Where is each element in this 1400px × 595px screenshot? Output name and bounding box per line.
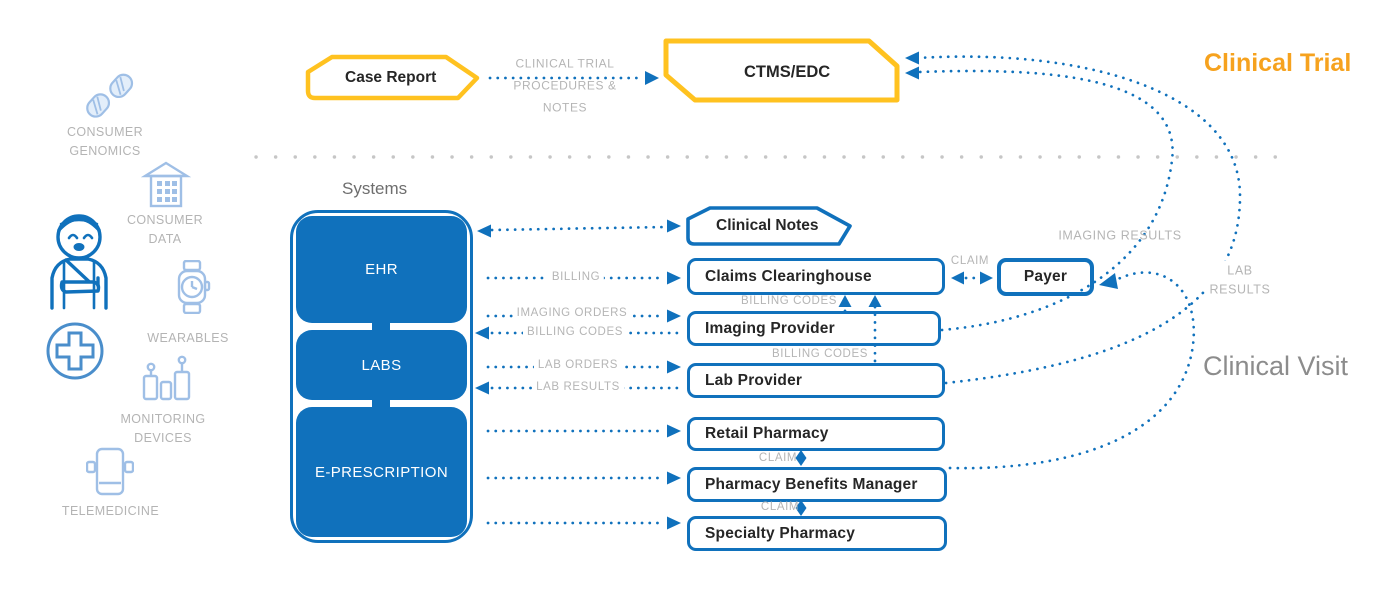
clinical-notes-label: Clinical Notes: [716, 217, 819, 234]
clinical-notes-shape: [686, 206, 852, 246]
lab-orders-label: LAB ORDERS: [533, 356, 623, 376]
patient-icon: [50, 214, 108, 310]
monitoring-devices-label: MONITORING DEVICES: [120, 412, 206, 445]
claim-pbm-specialty-label: CLAIM: [760, 501, 800, 514]
retail-pharmacy-label: Retail Pharmacy: [705, 425, 829, 442]
specialty-pharmacy-box: Specialty Pharmacy: [687, 516, 947, 551]
system-ehr: EHR: [296, 216, 467, 323]
consumer-data-label: CONSUMER DATA: [126, 213, 204, 246]
system-labs-label: LABS: [361, 356, 402, 374]
claim-payer-label: CLAIM: [950, 255, 990, 268]
imaging-provider-box: Imaging Provider: [687, 311, 941, 346]
clinical-trial-flow-label: CLINICAL TRIAL PROCEDURES & NOTES: [513, 56, 617, 116]
curve-lab-results: [916, 55, 1242, 385]
monitoring-devices-icon: [142, 355, 191, 401]
arrow-billing-codes-back: [475, 326, 489, 340]
arrow-ctms-loop-1: [905, 51, 919, 65]
payer-box: Payer: [997, 258, 1094, 296]
arrow-payer-loop: [1099, 273, 1118, 289]
pharmacy-benefits-manager-label: Pharmacy Benefits Manager: [705, 475, 918, 493]
system-ehr-label: EHR: [365, 261, 398, 278]
clinical-trial-section-title: Clinical Trial: [1204, 49, 1352, 77]
retail-pharmacy-box: Retail Pharmacy: [687, 417, 945, 451]
arrow-billing-codes-lab-up: [868, 295, 882, 307]
billing-codes-imaging-label: BILLING CODES: [741, 295, 837, 308]
lab-results-return-label: LAB RESULTS: [532, 378, 624, 398]
arrow-lab-results-back: [475, 381, 489, 395]
arrow-retail-in: [667, 424, 681, 438]
clinical-visit-section-title: Clinical Visit: [1203, 351, 1349, 381]
telemedicine-label: TELEMEDICINE: [61, 504, 160, 518]
imaging-orders-label: IMAGING ORDERS: [512, 304, 632, 324]
smartwatch-icon: [177, 260, 211, 314]
arrow-ehr-in: [477, 224, 491, 238]
system-eprescription-label: E-PRESCRIPTION: [314, 463, 449, 481]
billing-codes-lab-label: BILLING CODES: [772, 348, 868, 361]
billing-label: BILLING: [547, 268, 605, 288]
building-icon: [141, 161, 191, 208]
system-eprescription: E-PRESCRIPTION: [296, 407, 467, 537]
billing-codes-return-label: BILLING CODES: [523, 323, 627, 343]
arrow-clinical-notes-in: [667, 219, 681, 233]
dna-icon: [86, 73, 134, 118]
claims-clearinghouse-label: Claims Clearinghouse: [705, 267, 872, 285]
ctms-edc-label: CTMS/EDC: [744, 63, 831, 81]
payer-label: Payer: [1023, 268, 1068, 285]
case-report-label: Case Report: [345, 69, 437, 86]
imaging-results-label: IMAGING RESULTS: [1058, 228, 1182, 243]
wearables-label: WEARABLES: [147, 331, 229, 345]
systems-title: Systems: [342, 179, 408, 198]
consumer-genomics-label: CONSUMER GENOMICS: [66, 125, 144, 158]
arrow-imaging-in: [667, 309, 681, 323]
arrow-ctms-loop-2: [905, 66, 919, 80]
curve-pbm-to-payer: [948, 271, 1196, 470]
pharmacy-benefits-manager-box: Pharmacy Benefits Manager: [687, 467, 947, 502]
lab-provider-label: Lab Provider: [705, 371, 803, 389]
case-report-shape: [305, 54, 480, 101]
arrow-claims-back: [951, 271, 964, 285]
flow-ehr-clinical-notes: [490, 225, 666, 232]
arrow-claims-in: [667, 271, 681, 285]
phone-icon: [86, 447, 134, 496]
arrow-pbm-in: [667, 471, 681, 485]
claim-retail-pbm-label: CLAIM: [758, 452, 798, 465]
lab-results-right-label: LAB RESULTS: [1205, 260, 1275, 302]
lab-provider-box: Lab Provider: [687, 363, 945, 398]
specialty-pharmacy-label: Specialty Pharmacy: [705, 524, 856, 542]
ctms-edc-shape: [663, 38, 900, 103]
arrow-ctms-in-top: [645, 71, 659, 85]
arrow-payer-in: [980, 271, 993, 285]
medical-cross-icon: [46, 322, 104, 380]
arrow-specialty-in: [667, 516, 681, 530]
system-labs: LABS: [296, 330, 467, 400]
imaging-provider-label: Imaging Provider: [705, 319, 835, 337]
claims-clearinghouse-box: Claims Clearinghouse: [687, 258, 945, 295]
arrow-lab-in: [667, 360, 681, 374]
